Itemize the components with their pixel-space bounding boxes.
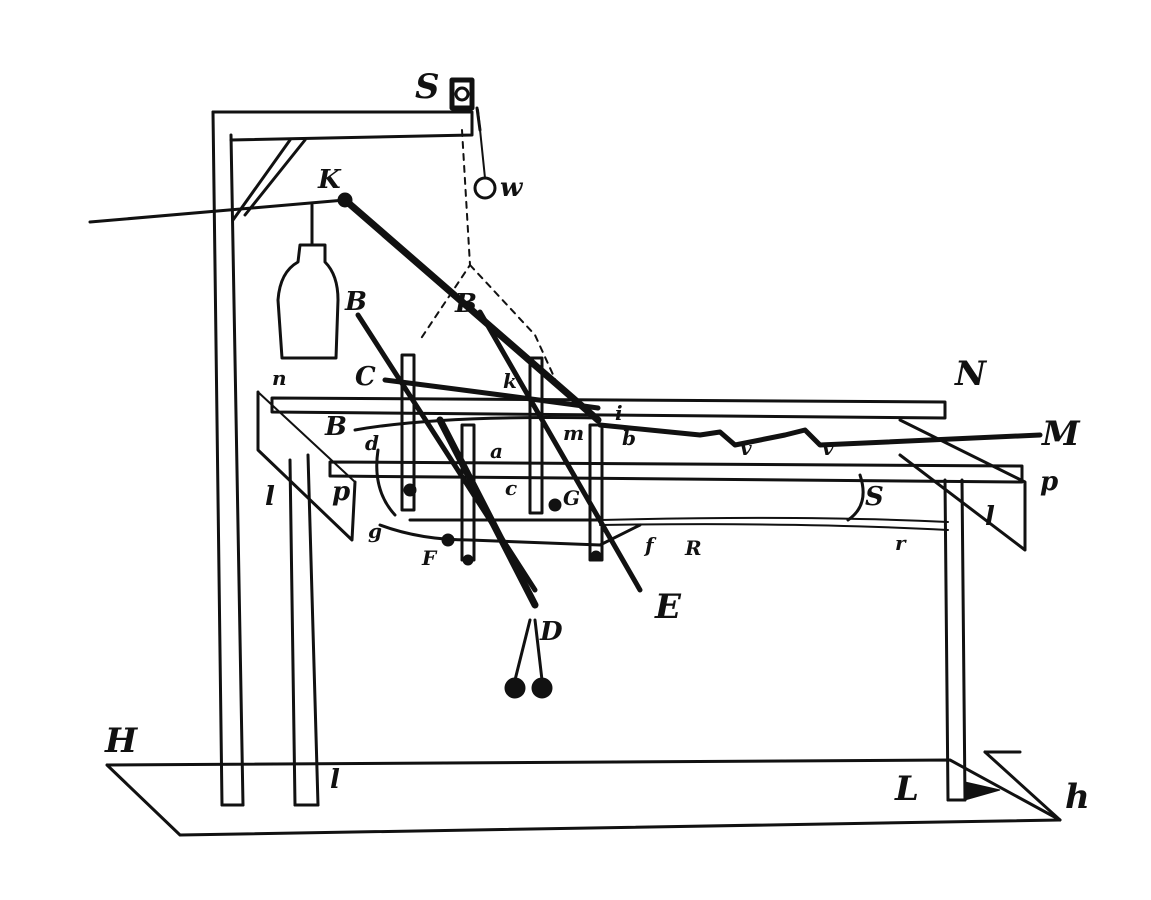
label-v2: v	[822, 436, 834, 460]
table-legs	[288, 453, 967, 807]
label-r: r	[895, 531, 907, 555]
label-M: M	[1041, 414, 1081, 454]
label-i: i	[615, 401, 623, 425]
label-K: K	[317, 165, 342, 195]
labels: S w K B B C k N n B d a i m b v v M p p …	[104, 67, 1090, 817]
label-p-left: p	[332, 477, 350, 507]
label-F-left: F	[421, 546, 438, 570]
label-E: E	[654, 587, 682, 627]
weights-d	[504, 618, 553, 699]
label-h: h	[1065, 777, 1090, 817]
label-a: a	[490, 439, 503, 463]
label-L: L	[894, 769, 919, 809]
arrow-h	[964, 781, 1001, 801]
label-B-right: B	[454, 289, 477, 319]
label-f: f	[643, 533, 657, 557]
label-w: w	[500, 173, 524, 203]
lower-crossbar	[375, 448, 642, 547]
lower-table	[328, 460, 1024, 484]
label-l-bottom: l	[330, 765, 340, 795]
rod-b-left	[355, 312, 539, 609]
label-G: G	[563, 486, 580, 510]
rod-c	[382, 377, 601, 411]
rod-b-right	[477, 309, 643, 593]
label-R: R	[684, 536, 702, 560]
label-n: n	[272, 366, 287, 390]
label-v1: v	[740, 436, 752, 460]
cord-m	[597, 422, 1043, 448]
label-B-left: B	[344, 287, 367, 317]
rod-b-mid	[353, 416, 600, 432]
rod-k	[337, 192, 602, 424]
label-S: S	[415, 67, 440, 107]
label-b: b	[622, 426, 636, 450]
bottle	[276, 243, 340, 360]
top-beam	[211, 110, 474, 222]
horizontal-cord	[88, 198, 347, 224]
rod-r	[599, 473, 949, 531]
base-board	[105, 750, 1062, 837]
upper-table	[270, 396, 947, 420]
label-N: N	[954, 354, 988, 394]
label-d: d	[365, 431, 379, 455]
label-S-lower: S	[865, 482, 884, 512]
label-m: m	[563, 421, 584, 445]
label-c-lower: c	[505, 476, 517, 500]
label-g: g	[368, 519, 382, 543]
label-k: k	[503, 369, 517, 393]
joints	[403, 483, 602, 566]
left-slant-board	[256, 390, 357, 542]
label-D: D	[539, 617, 563, 647]
label-H: H	[104, 721, 139, 761]
pulley-s	[449, 77, 486, 179]
label-l-right: l	[985, 502, 995, 532]
label-p-right: p	[1040, 467, 1058, 497]
label-B-mid: B	[324, 412, 347, 442]
label-l-left: l	[265, 482, 275, 512]
gallows-post	[211, 110, 245, 807]
dashed-cords	[419, 129, 561, 391]
label-C-upper: C	[355, 362, 376, 392]
weight-w	[473, 176, 497, 200]
